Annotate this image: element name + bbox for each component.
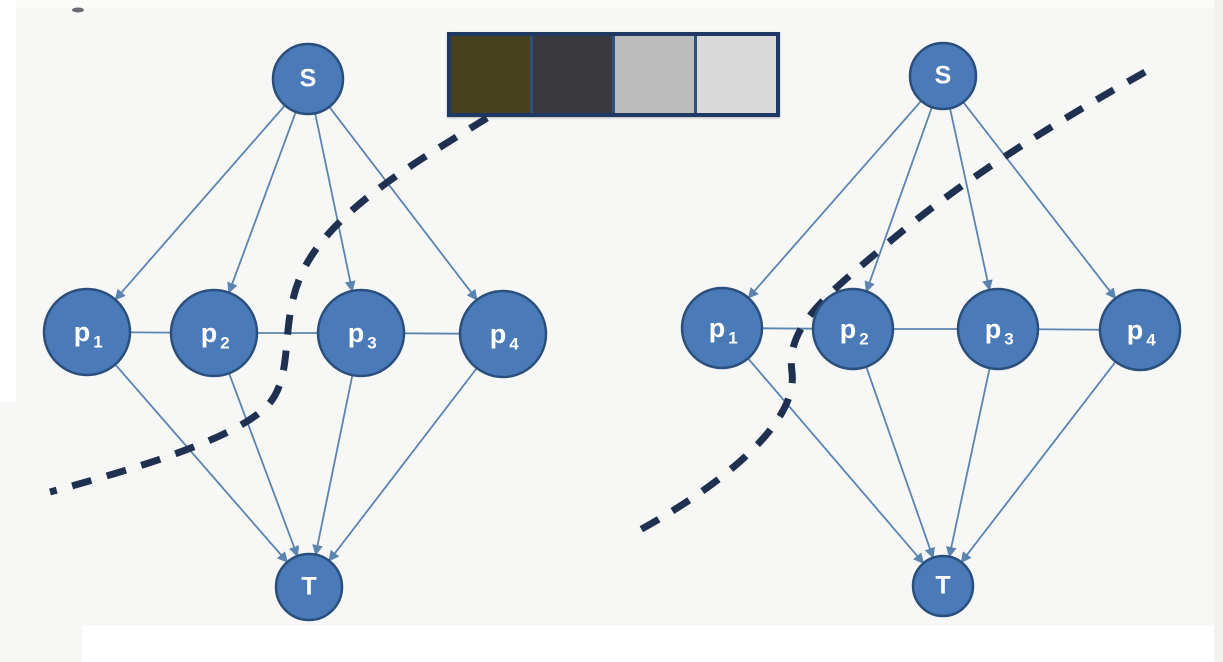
left-graph-node-p3[interactable] <box>316 288 406 378</box>
right-graph-node-p1-label: p <box>709 313 726 343</box>
swatch-medium-gray[interactable] <box>615 36 697 113</box>
sink-edge-p1-T <box>114 363 289 563</box>
sink-edge-p4-T <box>328 367 478 562</box>
left-graph-node-p4-label: p <box>490 319 507 349</box>
left-graph-node-p1-subscript: 1 <box>93 332 102 351</box>
right-graph-source-node[interactable] <box>908 41 978 111</box>
left-graph-node-p2-subscript: 2 <box>220 333 229 352</box>
sink-edge-p4-T <box>960 361 1117 564</box>
right-graph-node-p3-label: p <box>985 314 1002 344</box>
color-palette-bar[interactable] <box>447 32 780 117</box>
right-graph-sink-node[interactable] <box>911 554 975 618</box>
cut-curve-right <box>638 68 1147 534</box>
left-graph-node-p4-subscript: 4 <box>509 334 519 353</box>
left-graph-source-node[interactable] <box>271 42 345 116</box>
background-bottom-band <box>82 626 1223 662</box>
left-graph-sink-node[interactable] <box>274 552 344 622</box>
top-speck-icon <box>72 7 84 13</box>
sink-edge-p1-T <box>747 357 925 565</box>
background-left-patch <box>0 0 16 402</box>
source-edge-S-p4 <box>328 106 478 301</box>
swatch-dark-charcoal[interactable] <box>533 36 615 113</box>
background-right-edge <box>1214 0 1223 662</box>
right-graph-node-p1-subscript: 1 <box>728 328 737 347</box>
right-graph-node-p4[interactable] <box>1098 288 1182 372</box>
sink-edge-p2-T <box>865 366 935 559</box>
sink-edge-p2-T <box>228 372 300 558</box>
source-edge-S-p2 <box>864 106 933 293</box>
left-graph-node-p3-label: p <box>348 318 365 348</box>
right-graph-node-p2[interactable] <box>811 287 895 371</box>
left-graph-node-p1-label: p <box>74 317 91 347</box>
right-graph-node-p3-subscript: 3 <box>1004 329 1013 348</box>
right-graph-node-p4-subscript: 4 <box>1146 330 1156 349</box>
swatch-dark-olive[interactable] <box>451 36 533 113</box>
source-edge-S-p4 <box>962 101 1117 300</box>
left-graph-source-node-label: S <box>300 65 317 93</box>
source-edge-S-p1 <box>114 104 286 301</box>
source-edge-S-p1 <box>747 100 922 299</box>
left-graph-node-p3-subscript: 3 <box>367 333 376 352</box>
left-graph-node-p2-label: p <box>201 318 218 348</box>
right-graph-sink-node-label: T <box>935 572 950 600</box>
left-graph-node-p2[interactable] <box>169 288 259 378</box>
right-graph-node-p2-subscript: 2 <box>859 329 868 348</box>
background-top-strip <box>0 0 1223 8</box>
right-graph-node-p1[interactable] <box>680 286 764 370</box>
source-edge-S-p3 <box>949 108 993 291</box>
right-graph-source-node-label: S <box>935 62 952 90</box>
left-graph-node-p1[interactable] <box>42 287 132 377</box>
left-graph-sink-node-label: T <box>301 573 316 601</box>
source-edge-S-p3 <box>314 113 356 292</box>
source-edge-S-p2 <box>227 111 297 294</box>
sink-edge-p3-T <box>312 374 354 556</box>
right-graph-node-p2-label: p <box>840 314 857 344</box>
right-graph-node-p3[interactable] <box>956 287 1040 371</box>
sink-edge-p3-T <box>946 367 991 558</box>
cut-curve-left <box>49 115 489 496</box>
right-graph-node-p4-label: p <box>1127 315 1144 345</box>
left-graph-node-p4[interactable] <box>458 289 548 379</box>
swatch-light-gray[interactable] <box>697 36 776 113</box>
